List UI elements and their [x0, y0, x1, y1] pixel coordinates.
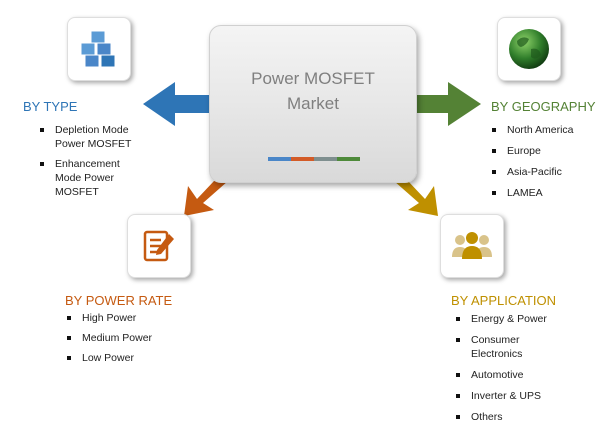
arrow-left-type: [143, 82, 210, 126]
list-item: Asia-Pacific: [492, 165, 602, 179]
by-application-list: Energy & Power Consumer Electronics Auto…: [456, 312, 566, 424]
by-application-heading: BY APPLICATION: [451, 293, 557, 308]
center-title: Power MOSFET Market: [210, 66, 416, 116]
arrow-down-right-application: [394, 181, 438, 216]
arrow-down-left-power-rate: [184, 181, 228, 216]
color-bar-orange: [291, 157, 314, 161]
by-geography-heading: BY GEOGRAPHY: [491, 99, 596, 114]
list-item: Automotive: [456, 368, 566, 382]
center-market-box: Power MOSFET Market: [209, 25, 417, 183]
power-rate-icon-tile: [127, 214, 191, 278]
list-item: Europe: [492, 144, 602, 158]
application-icon-tile: [440, 214, 504, 278]
type-icon-tile: [67, 17, 131, 81]
by-power-rate-heading: BY POWER RATE: [65, 293, 173, 308]
list-item: Medium Power: [67, 331, 187, 345]
by-type-heading: BY TYPE: [23, 99, 78, 114]
document-pencil-icon: [143, 230, 174, 262]
color-bar-blue: [268, 157, 291, 161]
arrow-right-geography: [415, 82, 481, 126]
cubes-icon: [80, 30, 116, 68]
list-item: Consumer Electronics: [456, 333, 541, 361]
list-item: Inverter & UPS: [456, 389, 566, 403]
center-title-line1: Power MOSFET: [251, 69, 375, 88]
list-item: Energy & Power: [456, 312, 566, 326]
list-item: Enhancement Mode Power MOSFET: [40, 157, 140, 199]
by-type-list: Depletion Mode Power MOSFET Enhancement …: [40, 123, 140, 199]
geography-icon-tile: [497, 17, 561, 81]
center-title-line2: Market: [287, 94, 339, 113]
list-item: North America: [492, 123, 602, 137]
list-item: Others: [456, 410, 566, 424]
list-item: Low Power: [67, 351, 187, 365]
people-icon: [452, 232, 492, 259]
list-item: Depletion Mode Power MOSFET: [40, 123, 140, 151]
globe-icon: [509, 29, 549, 69]
by-power-rate-list: High Power Medium Power Low Power: [67, 311, 187, 365]
list-item: LAMEA: [492, 186, 602, 200]
color-bar-gray: [314, 157, 337, 161]
color-bar-green: [337, 157, 360, 161]
by-geography-list: North America Europe Asia-Pacific LAMEA: [492, 123, 602, 200]
list-item: High Power: [67, 311, 187, 325]
